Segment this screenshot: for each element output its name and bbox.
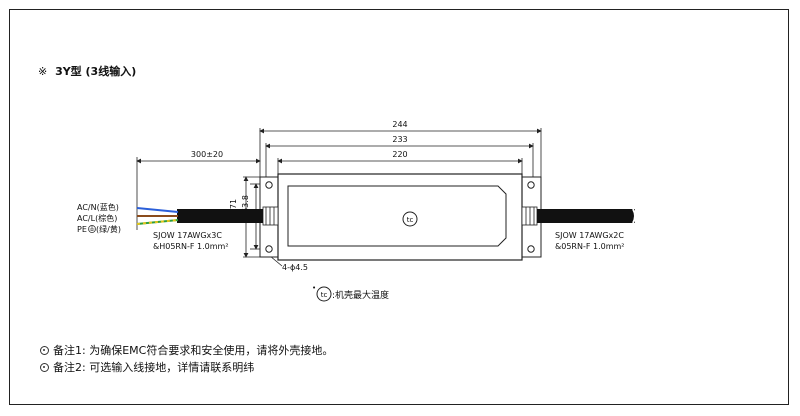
drawing-frame	[9, 9, 789, 405]
svg-text:•: •	[312, 284, 316, 292]
note-1: 备注1: 为确保EMC符合要求和安全使用，请将外壳接地。	[40, 342, 333, 358]
tc-point: tc	[402, 211, 418, 227]
page-heading: ※ 3Y型 (3线输入)	[38, 63, 136, 79]
dim-height-inner-label: 53.8	[241, 195, 250, 213]
heading-symbol: ※	[38, 65, 48, 78]
dim-span-label: 233	[392, 135, 407, 144]
tc-legend-symbol: tc	[321, 291, 328, 299]
dim-overall-label: 244	[392, 120, 407, 129]
wire-label-acn: AC/N(蓝色)	[77, 202, 119, 212]
note-2: 备注2: 可选输入线接地，详情请联系明纬	[40, 359, 254, 375]
output-cable-spec-2: &05RN-F 1.0mm²	[555, 242, 625, 251]
note-2-text: 备注2: 可选输入线接地，详情请联系明纬	[53, 361, 255, 374]
wire-label-pe-prefix: PE	[77, 225, 87, 234]
wire-label-pe-suffix: (绿/黄)	[96, 224, 121, 234]
hole-leader	[269, 255, 283, 267]
dim-cable-label: 300±20	[191, 150, 223, 159]
note-1-text: 备注1: 为确保EMC符合要求和安全使用，请将外壳接地。	[53, 344, 334, 357]
note-bullet-icon	[40, 363, 49, 372]
housing-body	[277, 173, 523, 261]
heading-text: 3Y型 (3线输入)	[55, 65, 137, 78]
ground-icon	[88, 225, 96, 233]
note-bullet-icon	[40, 346, 49, 355]
output-cable	[537, 208, 636, 224]
output-gland	[521, 206, 538, 226]
dim-height-outer-label: 71	[229, 199, 238, 209]
tc-point-label: tc	[407, 216, 414, 224]
tc-legend-text: :机壳最大温度	[332, 289, 389, 301]
dim-body-label: 220	[392, 150, 407, 159]
input-cable-spec-2: &H05RN-F 1.0mm²	[153, 242, 229, 251]
tc-legend: • tc :机壳最大温度	[312, 284, 389, 302]
output-cable-spec-1: SJOW 17AWGx2C	[555, 231, 624, 240]
input-cable-spec-1: SJOW 17AWGx3C	[153, 231, 222, 240]
input-cable	[136, 207, 263, 225]
wire-label-acl: AC/L(棕色)	[77, 213, 117, 223]
input-gland	[262, 206, 279, 226]
hole-spec-label: 4-ϕ4.5	[282, 263, 308, 272]
